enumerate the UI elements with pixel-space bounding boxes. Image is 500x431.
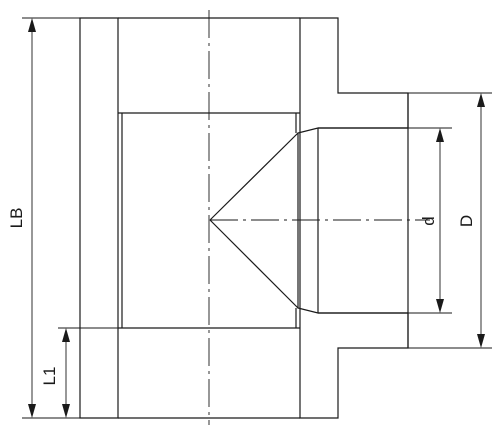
right-wall-with-branch <box>297 17 409 419</box>
dimension-lb: LB <box>7 17 80 419</box>
dimension-d-large: D <box>408 92 492 349</box>
label-D: D <box>457 215 476 227</box>
branch-bore <box>209 93 409 348</box>
dimension-l1: L1 <box>40 327 118 418</box>
wall-section-hatching <box>79 17 409 419</box>
label-lb: LB <box>7 208 26 229</box>
dimension-d-small: d <box>408 127 452 314</box>
center-lines <box>208 10 430 425</box>
left-wall <box>79 17 119 419</box>
label-d: d <box>419 216 438 225</box>
label-l1: L1 <box>40 367 59 386</box>
